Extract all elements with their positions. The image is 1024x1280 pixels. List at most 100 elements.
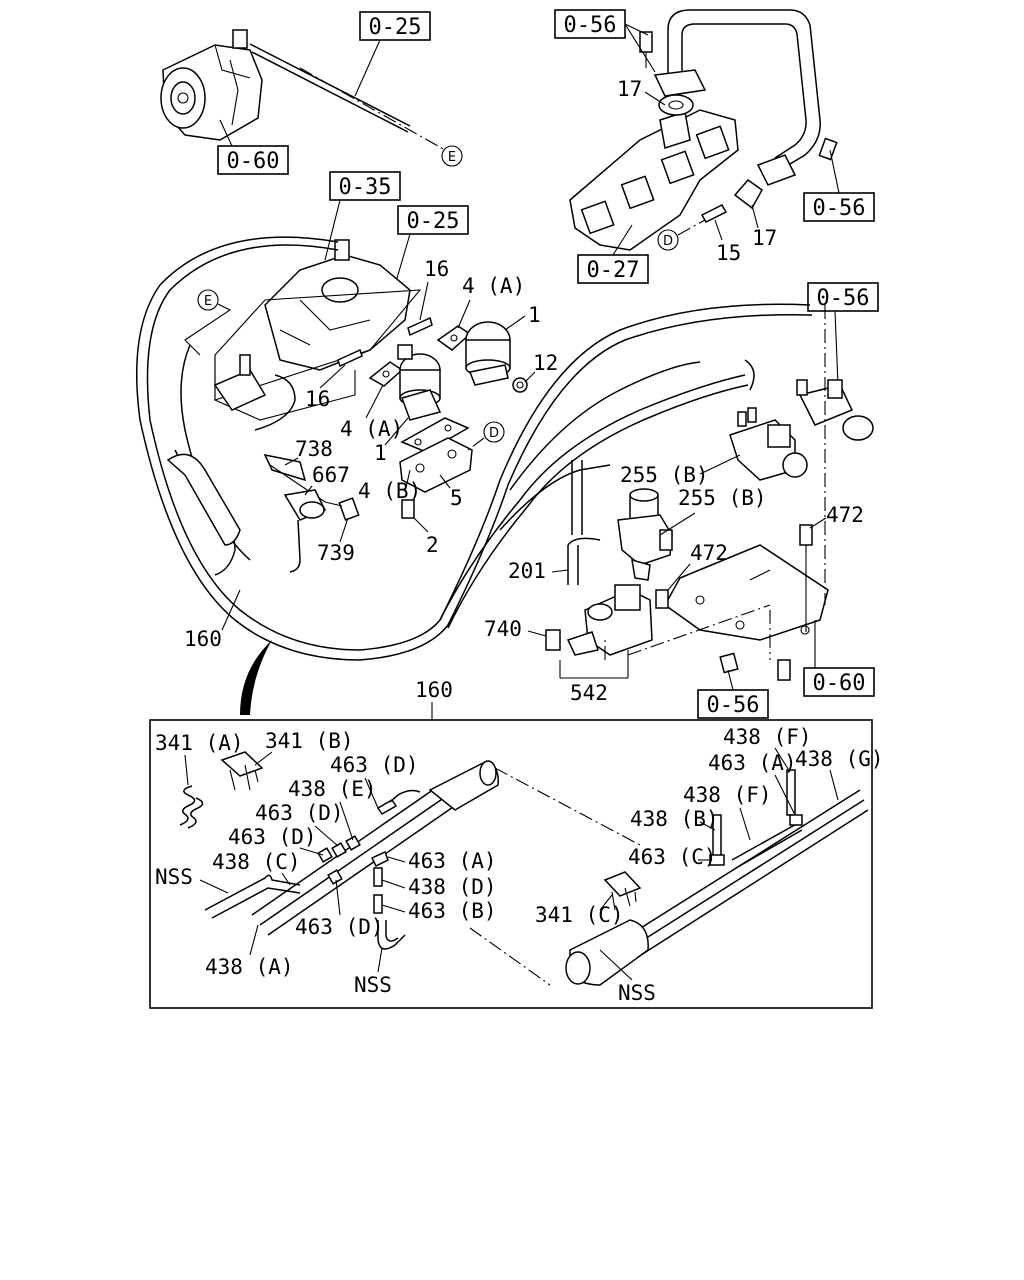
egr-valve-bottom	[397, 344, 442, 421]
hose-bundle-160	[136, 236, 813, 661]
bolt-lower	[719, 652, 791, 681]
bolt-472-left	[655, 589, 669, 609]
circle-label: D	[663, 234, 673, 249]
detail-connectors-left	[317, 835, 406, 950]
throttle-body	[264, 239, 411, 371]
gasket-17-top	[658, 94, 694, 116]
clip-341b	[220, 751, 264, 791]
egr-valve-top	[465, 321, 511, 386]
ref-label: 0-27	[587, 258, 640, 283]
ref-label: 0-25	[369, 15, 422, 40]
bracket-left	[213, 354, 267, 411]
callout-341c: 341 (C)	[535, 903, 624, 927]
stud-16-left	[337, 348, 363, 368]
callout-nss: NSS	[618, 981, 656, 1005]
clip-341a	[179, 785, 204, 829]
callout-740: 740	[484, 617, 522, 641]
bracket-738	[263, 453, 326, 503]
sensor-right	[796, 379, 874, 441]
ref-label: 0-25	[407, 209, 460, 234]
ref-box-0-56-right: 0-56	[803, 149, 875, 222]
callout-667: 667	[312, 463, 350, 487]
callout-5: 5	[450, 486, 463, 510]
circle-label: E	[204, 294, 212, 309]
bolt-740	[545, 629, 561, 651]
detail-frame	[149, 719, 873, 1009]
callout-438c: 438 (C)	[212, 850, 301, 874]
callout-463a: 463 (A)	[708, 751, 797, 775]
callout-463d: 463 (D)	[255, 801, 344, 825]
vsv-255b-mid	[617, 488, 673, 581]
callout-160: 160	[184, 627, 222, 651]
circle-label: E	[448, 150, 456, 165]
gasket-4a-bottom	[368, 361, 404, 387]
alternator-assembly	[160, 29, 411, 141]
stud-16-right	[407, 316, 433, 337]
ref-label: 0-56	[707, 693, 760, 718]
vsv-542	[566, 584, 653, 656]
callout-17: 17	[617, 77, 642, 101]
callout-4a: 4 (A)	[462, 274, 525, 298]
ref-box-0-25-top: 0-25	[354, 11, 431, 97]
bolt-top	[639, 31, 653, 68]
tube-bundle-right	[565, 769, 869, 986]
ref-box-0-27: 0-27	[577, 224, 649, 284]
detail-arrow	[240, 640, 272, 715]
vsv-255b-top	[729, 407, 808, 481]
adapter-5	[399, 437, 473, 493]
ref-box-0-60-top: 0-60	[217, 119, 289, 175]
gasket-4b	[400, 417, 470, 453]
callout-438a: 438 (A)	[205, 955, 294, 979]
callout-463d: 463 (D)	[228, 825, 317, 849]
callout-341a: 341 (A)	[155, 731, 244, 755]
callout-463a: 463 (A)	[408, 849, 497, 873]
nut-12	[512, 377, 528, 393]
callout-438d: 438 (D)	[408, 875, 497, 899]
callout-341b: 341 (B)	[265, 729, 354, 753]
callout-472: 472	[826, 503, 864, 527]
leader-e-top	[299, 67, 446, 151]
callout-17: 17	[752, 226, 777, 250]
ref-box-0-25-mid: 0-25	[394, 205, 469, 286]
bolt-right	[818, 137, 838, 161]
ref-box-0-56-top: 0-56	[554, 9, 656, 73]
callout-472: 472	[690, 541, 728, 565]
callout-739: 739	[317, 541, 355, 565]
callout-16: 16	[424, 257, 449, 281]
ref-label: 0-60	[227, 149, 280, 174]
detail-connection-lines	[469, 767, 641, 986]
bolt-739	[324, 497, 360, 521]
callout-463d: 463 (D)	[295, 915, 384, 939]
ref-box-0-60-bottom: 0-60	[803, 620, 875, 697]
ref-box-0-56-bottom: 0-56	[697, 669, 769, 719]
callout-463d: 463 (D)	[330, 753, 419, 777]
callout-1: 1	[528, 303, 541, 327]
callout-255b: 255 (B)	[620, 463, 709, 487]
ref-label: 0-56	[813, 196, 866, 221]
callout-1: 1	[374, 441, 387, 465]
assembly-leader-lines	[604, 305, 826, 660]
hose-201	[567, 460, 601, 585]
circle-ref-e-left: E	[184, 289, 232, 356]
bolt-472-right	[799, 524, 813, 632]
bolt-2	[401, 499, 415, 519]
ref-label: 0-56	[564, 13, 617, 38]
callout-15: 15	[716, 241, 741, 265]
gasket-4a-top	[436, 325, 472, 351]
callout-738: 738	[295, 437, 333, 461]
gasket-17-right	[733, 178, 763, 210]
tube-bundle-left	[204, 760, 499, 936]
callout-4b: 4 (B)	[358, 479, 421, 503]
circle-label: D	[489, 426, 499, 441]
callout-nss: NSS	[354, 973, 392, 997]
egr-pipe	[653, 9, 821, 186]
stud-15	[700, 204, 728, 223]
ref-label: 0-60	[813, 671, 866, 696]
callout-12: 12	[533, 351, 558, 375]
callout-4a: 4 (A)	[340, 417, 403, 441]
callout-438g: 438 (G)	[795, 747, 884, 771]
callout-438f: 438 (F)	[723, 725, 812, 749]
callout-463c: 463 (C)	[628, 845, 717, 869]
callout-2: 2	[426, 533, 439, 557]
